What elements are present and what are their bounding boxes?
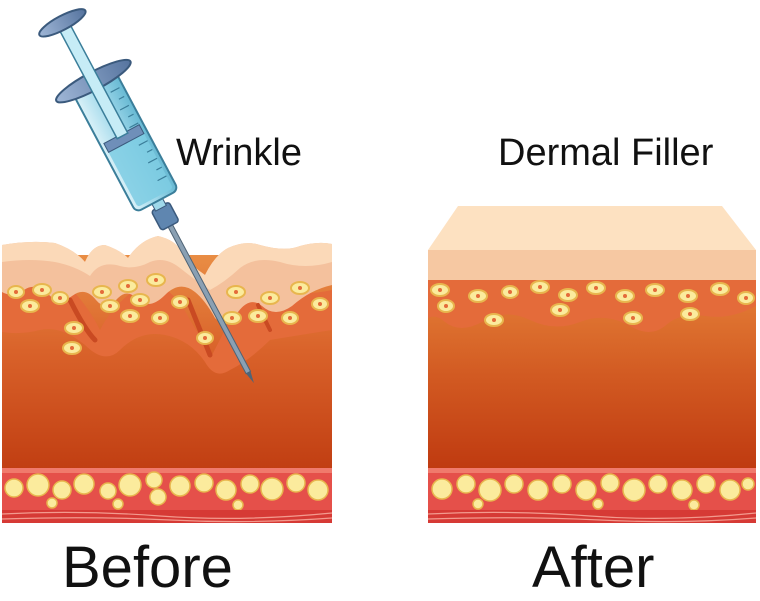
after-top-face [428,206,756,250]
after-label: After [532,535,655,600]
syringe-icon [38,8,254,384]
before-skin-block [1,236,333,523]
after-fat-cells [431,473,755,511]
after-epidermis [428,250,756,284]
before-fat-cells [4,471,329,511]
before-label: Before [62,535,233,600]
before-epidermis-highlight [2,236,332,290]
syringe-thumb-rest [38,8,87,38]
after-skin-block [427,206,757,523]
wrinkle-label: Wrinkle [176,132,302,174]
dermal-filler-label: Dermal Filler [498,132,714,174]
wrinkle-fold [185,297,213,358]
wrinkle-fold [67,297,98,343]
